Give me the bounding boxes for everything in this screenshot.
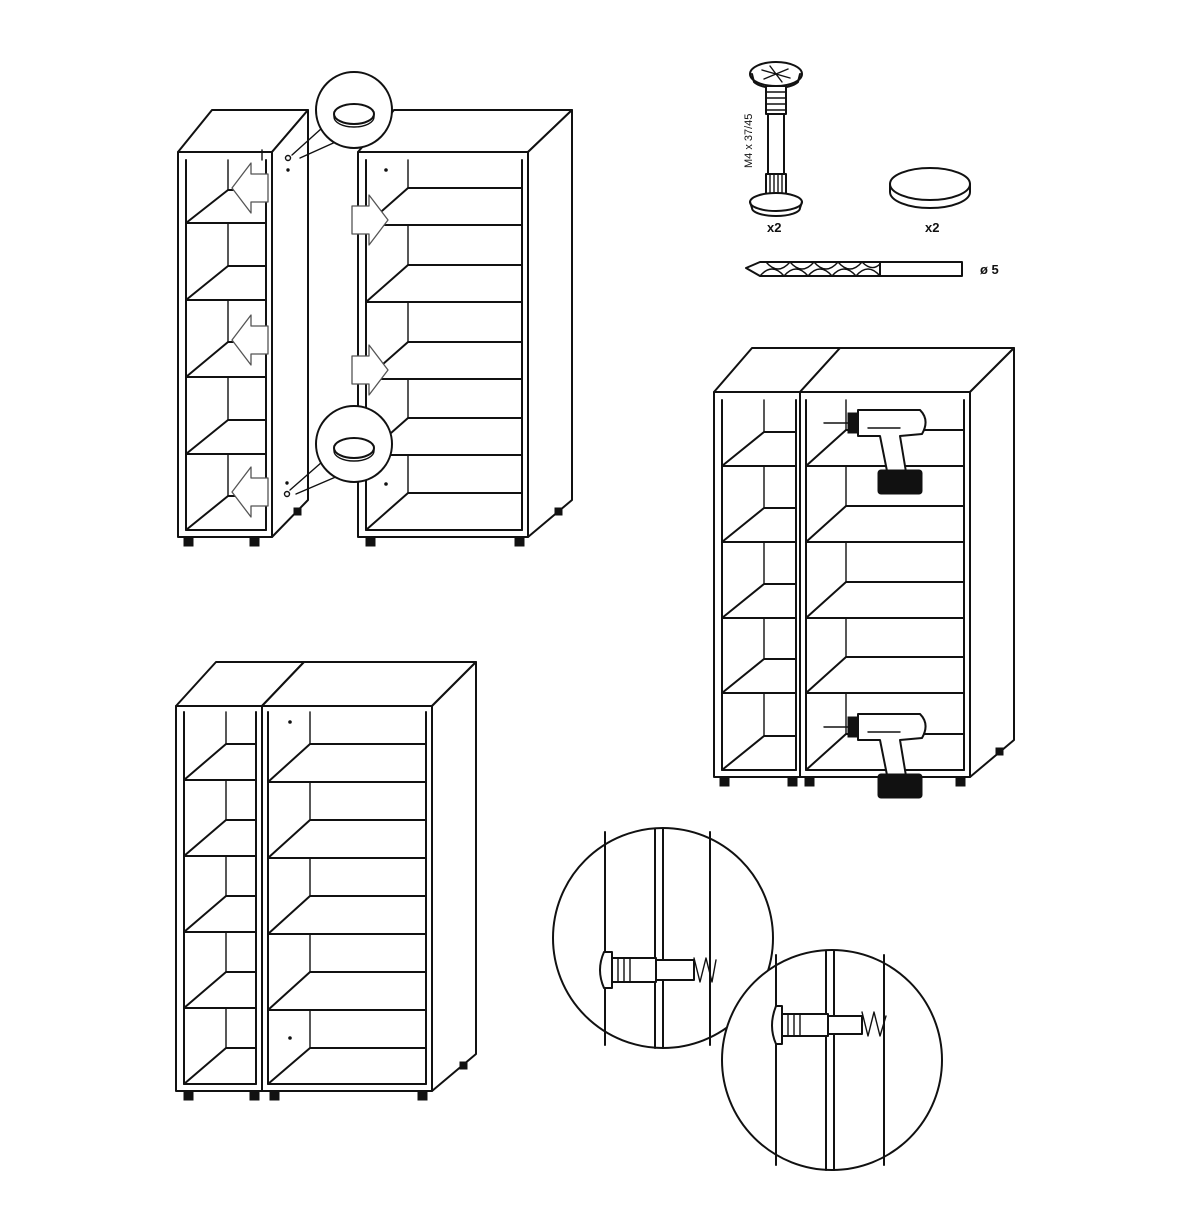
bolt-spec-label: M4 x 37/45 (743, 114, 755, 168)
arrow-right-icon (351, 344, 389, 396)
arrow-right-icon (351, 194, 389, 246)
bolt-quantity-label: x2 (767, 220, 781, 235)
cap-quantity-label: x2 (925, 220, 939, 235)
drill-bit-icon (745, 261, 963, 277)
step-separate-cabinets (177, 71, 573, 547)
connector-bolt-icon (749, 61, 803, 217)
joining-arrows (231, 162, 389, 518)
bolt-detail-left (552, 827, 774, 1049)
step-drilling (713, 347, 1015, 799)
arrow-left-icon (231, 466, 269, 518)
wide-cabinet (357, 109, 573, 547)
cap-detail-callout-top (291, 71, 393, 159)
joined-narrow-cabinet (713, 347, 841, 787)
power-drill-icon (823, 409, 927, 495)
cap-detail-callout-bottom (289, 405, 393, 495)
wide-cabinet-shelves (365, 187, 523, 531)
narrow-cabinet-shelves (185, 189, 267, 531)
cover-cap-icon (889, 167, 971, 209)
bolt-detail-right (721, 949, 943, 1171)
arrow-left-icon (231, 162, 269, 214)
step-assembled (175, 661, 477, 1101)
arrow-left-icon (231, 314, 269, 366)
power-drill-icon (823, 713, 927, 799)
drill-size-label: ø 5 (980, 262, 999, 277)
parts-legend: M4 x 37/45 x2 x2 ø 5 (743, 61, 999, 277)
assembled-wide-cabinet (261, 661, 477, 1101)
